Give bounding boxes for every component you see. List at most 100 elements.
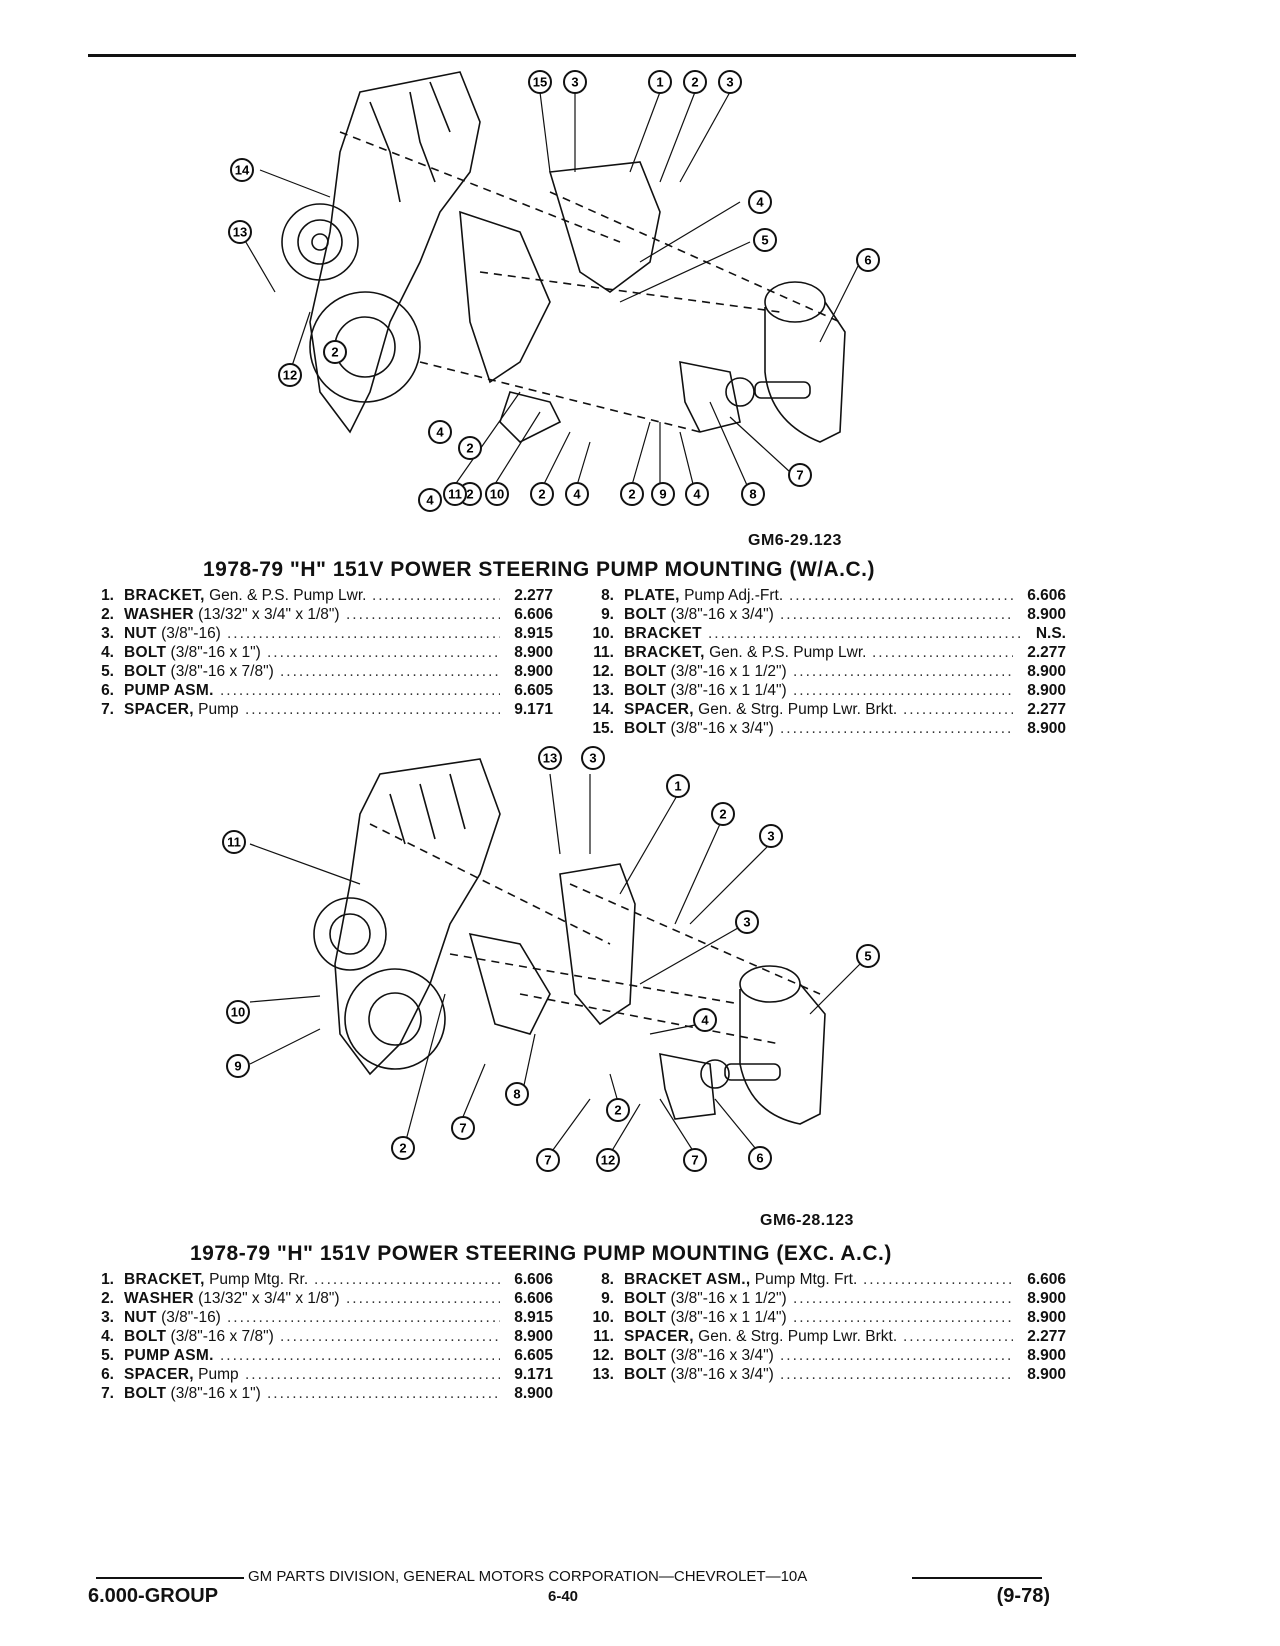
callout-7: 7 [536,1148,560,1172]
part-row: 2.WASHER (13/32" x 3/4" x 1/8")6.606....… [88,1289,553,1308]
part-name-bold: SPACER, [124,701,194,718]
svg-text:2: 2 [628,487,635,502]
callout-2: 2 [683,70,707,94]
part-row: 10.BOLT (3/8"-16 x 1 1/4")8.900.........… [588,1308,1066,1327]
part-row: 11.BRACKET, Gen. & P.S. Pump Lwr.2.277..… [588,643,1066,662]
svg-text:4: 4 [426,493,434,508]
callout-10: 10 [485,482,509,506]
svg-text:5: 5 [864,949,871,964]
part-name-detail: (3/8"-16 x 7/8") [166,1328,274,1345]
part-group-code: 9.171 [514,1366,553,1383]
leader-dots: ........................................… [280,1328,500,1345]
svg-text:12: 12 [283,368,297,383]
part-number: 7. [101,701,114,718]
leader-dots: ........................................… [245,701,500,718]
svg-text:10: 10 [231,1005,245,1020]
part-number: 9. [601,606,614,623]
part-number: 13. [592,682,614,699]
svg-text:14: 14 [235,163,250,178]
callout-8: 8 [505,1082,529,1106]
part-row: 7.BOLT (3/8"-16 x 1")8.900..............… [88,1384,553,1403]
part-row: 12.BOLT (3/8"-16 x 3/4")8.900...........… [588,1346,1066,1365]
callout-11: 11 [443,482,467,506]
part-row: 9.BOLT (3/8"-16 x 1 1/2")8.900..........… [588,1289,1066,1308]
part-name-bold: BRACKET, [124,587,205,604]
part-name-detail: Pump Mtg. Rr. [204,1271,309,1288]
svg-text:7: 7 [544,1153,551,1168]
part-name: BOLT (3/8"-16 x 1") [124,643,261,662]
part-name: BOLT (3/8"-16 x 7/8") [124,662,274,681]
callout-2: 2 [323,340,347,364]
part-number: 9. [601,1290,614,1307]
svg-text:11: 11 [227,835,241,850]
part-group-code: 6.606 [514,1290,553,1307]
part-name-detail: (3/8"-16) [156,625,221,642]
part-group-code: 6.605 [514,682,553,699]
callout-4: 4 [748,190,772,214]
part-group-code: 8.900 [1027,1290,1066,1307]
part-name-detail: Pump Adj.-Frt. [679,587,784,604]
part-number: 12. [592,1347,614,1364]
callout-4: 4 [693,1008,717,1032]
leader-dots: ........................................… [280,663,500,680]
part-group-code: N.S. [1035,625,1066,642]
leader-dots: ........................................… [372,587,500,604]
section-1-parts-right: 8.PLATE, Pump Adj.-Frt.6.606............… [588,586,1066,738]
part-name-detail: Gen. & P.S. Pump Lwr. [204,587,367,604]
part-number: 12. [592,663,614,680]
part-number: 1. [101,587,114,604]
part-number: 4. [101,1328,114,1345]
part-name: BOLT (3/8"-16 x 1 1/2") [624,1289,787,1308]
callout-8: 8 [741,482,765,506]
callout-2: 2 [530,482,554,506]
part-group-code: 6.605 [514,1347,553,1364]
section-2-parts-right: 8.BRACKET ASM., Pump Mtg. Frt.6.606.....… [588,1270,1066,1384]
part-name-detail: (3/8"-16 x 3/4") [666,606,774,623]
part-row: 13.BOLT (3/8"-16 x 3/4")8.900...........… [588,1365,1066,1384]
svg-text:2: 2 [614,1103,621,1118]
svg-text:7: 7 [459,1121,466,1136]
part-name-detail: (3/8"-16 x 3/4") [666,720,774,737]
svg-text:12: 12 [601,1153,615,1168]
callout-5: 5 [753,228,777,252]
part-row: 12.BOLT (3/8"-16 x 1 1/2")8.900.........… [588,662,1066,681]
callout-6: 6 [748,1146,772,1170]
part-number: 15. [592,720,614,737]
part-name-bold: BOLT [624,606,667,623]
svg-text:6: 6 [864,253,871,268]
footer-date: (9-78) [996,1585,1050,1607]
part-name-bold: BOLT [624,1366,667,1383]
part-name-bold: BOLT [124,644,167,661]
part-name-detail: Gen. & Strg. Pump Lwr. Brkt. [693,701,898,718]
svg-text:4: 4 [693,487,701,502]
part-row: 6.PUMP ASM.6.605........................… [88,681,553,700]
part-name: BOLT (3/8"-16 x 1 1/4") [624,1308,787,1327]
part-name-bold: NUT [124,625,157,642]
part-name-detail: (3/8"-16 x 1 1/4") [666,1309,787,1326]
callout-4: 4 [428,420,452,444]
callout-2: 2 [391,1136,415,1160]
part-name-detail: (3/8"-16 x 1 1/2") [666,663,787,680]
svg-text:3: 3 [589,751,596,766]
part-name-detail: Gen. & Strg. Pump Lwr. Brkt. [693,1328,898,1345]
part-number: 3. [101,1309,114,1326]
part-number: 10. [592,625,614,642]
callout-7: 7 [683,1148,707,1172]
leader-dots: ........................................… [346,1290,500,1307]
part-number: 1. [101,1271,114,1288]
part-group-code: 8.900 [1027,1366,1066,1383]
part-group-code: 8.900 [514,1328,553,1345]
part-name-bold: WASHER [124,606,194,623]
part-name: PUMP ASM. [124,681,214,700]
part-group-code: 6.606 [514,1271,553,1288]
part-name-bold: BOLT [624,1290,667,1307]
footer-division: GM PARTS DIVISION, GENERAL MOTORS CORPOR… [248,1568,808,1585]
part-name: WASHER (13/32" x 3/4" x 1/8") [124,605,340,624]
part-group-code: 6.606 [514,606,553,623]
callout-3: 3 [718,70,742,94]
part-number: 2. [101,1290,114,1307]
part-row: 1.BRACKET, Gen. & P.S. Pump Lwr.2.277...… [88,586,553,605]
part-name-bold: BOLT [124,1328,167,1345]
